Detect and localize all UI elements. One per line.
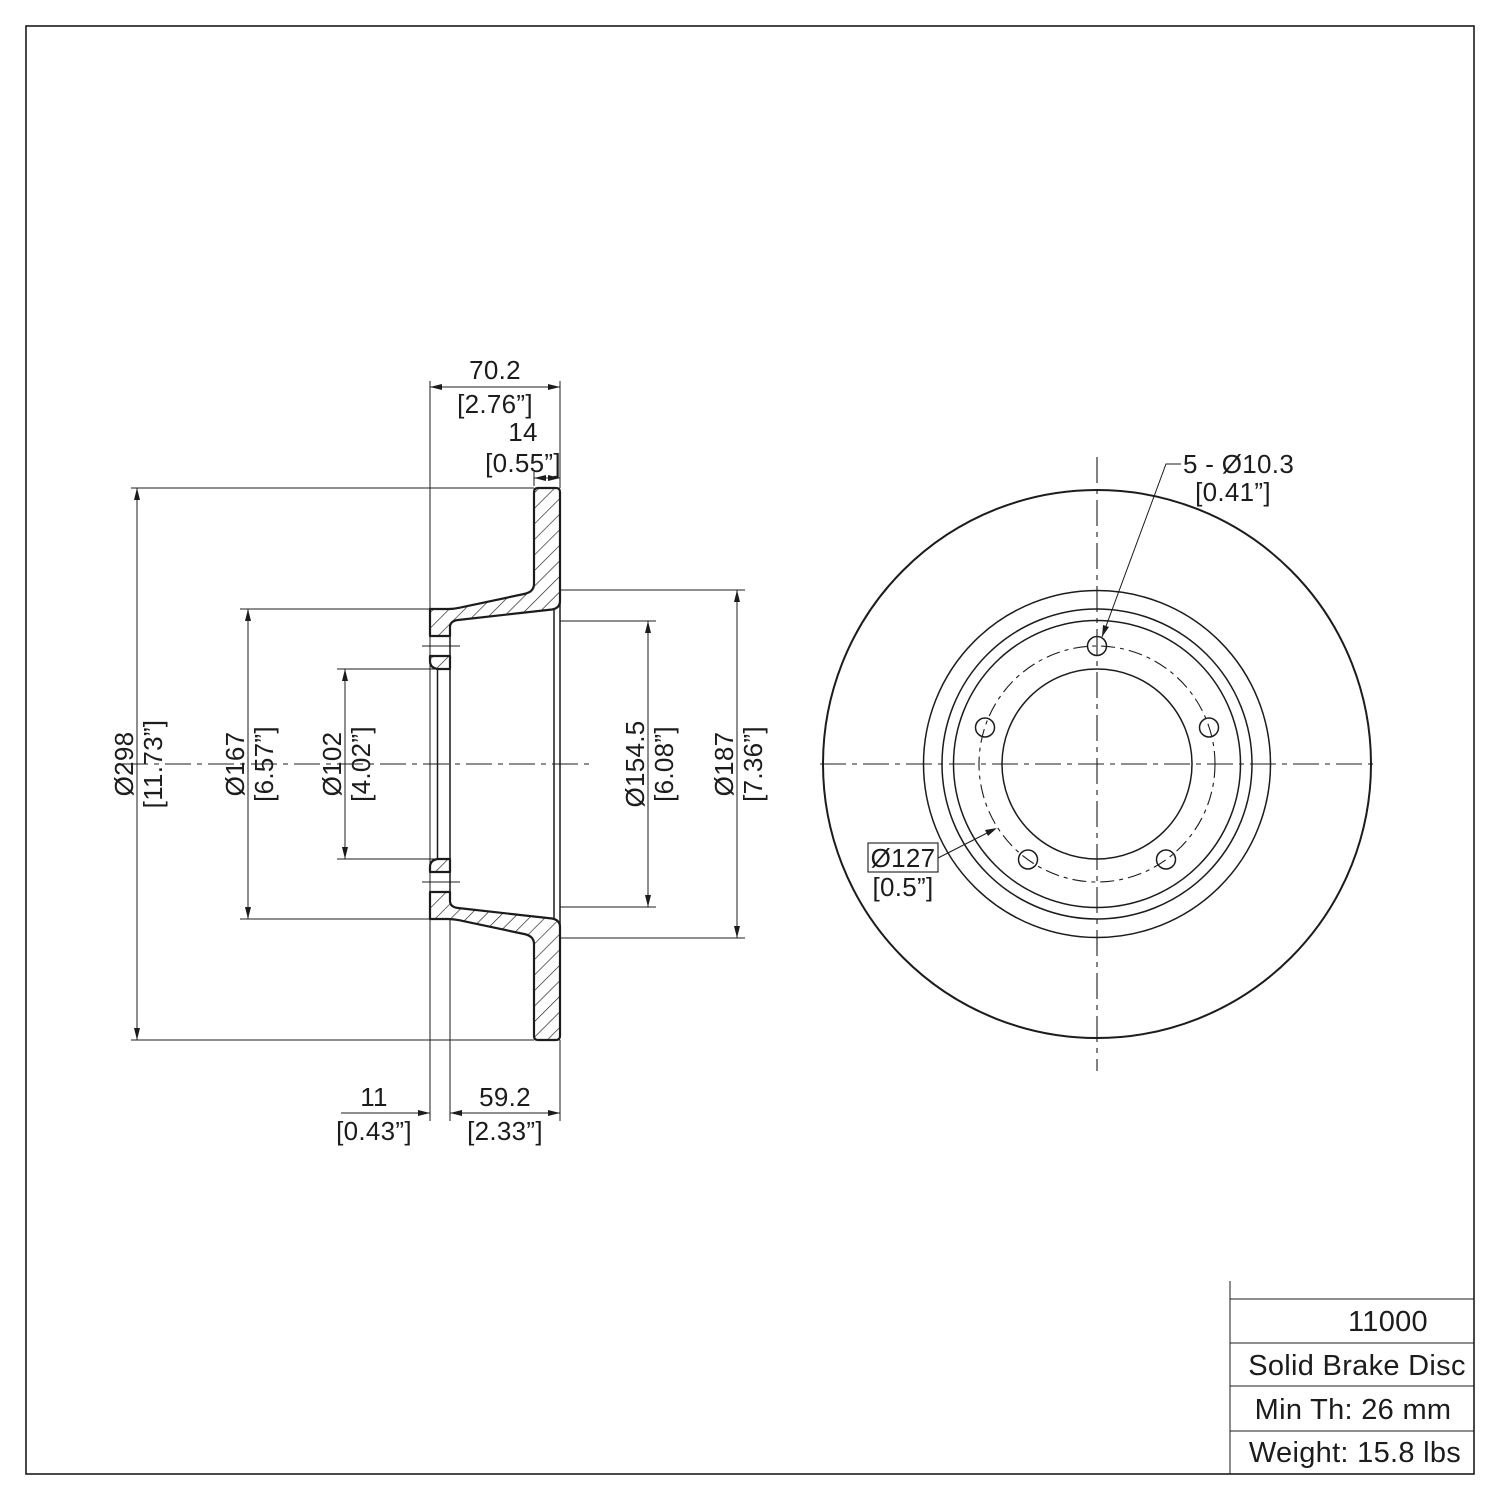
bolt-holes [974,635,1220,870]
dim-ring-thickness-mm: 14 [508,417,538,447]
dim-bore-dia-in: [4.02”] [346,726,376,802]
dim-bore-dia-mm: Ø102 [317,732,347,797]
dim-outer-dia-mm: Ø298 [109,732,139,797]
dim-flange-dia-in: [6.57”] [249,726,279,802]
bolt-holes-callout: 5 - Ø10.3 [0.41”] [1101,449,1294,638]
dim-hat-dia-in: [6.08”] [649,726,679,802]
front-view: 5 - Ø10.3 [0.41”] Ø127 [0.5”] [820,449,1374,1071]
dim-hat-dia-mm: Ø154.5 [620,720,650,807]
bolt-hole [1155,849,1177,870]
bolt-circle-label: Ø127 [871,843,936,873]
bolt-hole [1017,849,1039,870]
center-bore-circle [1001,668,1193,860]
dim-width-total-in: [2.76”] [457,389,533,419]
drawing-frame [25,25,1475,1475]
dim-flange-thickness-in: [0.43”] [336,1116,412,1146]
bolt-holes-inch-label: [0.41”] [1195,477,1271,507]
section-upper-body [428,486,562,638]
dim-hat-depth-mm: 59.2 [479,1082,531,1112]
dimension-lines [136,386,738,1114]
dim-inner-dia-mm: Ø187 [709,732,739,797]
extension-lines [131,381,745,1121]
dim-width-total-mm: 70.2 [469,355,521,385]
hat-circle [952,619,1242,909]
bolt-hole [1086,635,1108,657]
dim-ring-thickness-in: [0.55”] [485,448,561,478]
flange-circle [941,608,1253,920]
part-number: 11000 [1348,1306,1428,1338]
dim-inner-dia-in: [7.36”] [738,726,768,802]
dimension-arrows [134,384,740,1116]
section-upper-flange-lower-piece [428,654,452,671]
bolt-circle-label-box [867,842,939,873]
dim-outer-dia-in: [11.73”] [138,720,168,809]
section-lower-body [428,890,562,1042]
bolt-circle-callout: Ø127 [0.5”] [867,828,997,902]
bolt-hole [1198,717,1220,738]
section-lower-flange-upper-piece [428,857,452,874]
dim-flange-dia-mm: Ø167 [220,732,250,797]
friction-inner-circle [922,589,1272,939]
weight: Weight: 15.8 lbs [1249,1437,1461,1469]
outer-diameter-circle [822,489,1372,1039]
dim-hat-depth-in: [2.33”] [467,1116,543,1146]
section-view: 70.2 [2.76”] 14 [0.55”] Ø298 [11.73”] Ø1… [109,355,768,1146]
bolt-circle [978,645,1216,883]
bolt-hole [974,717,996,738]
title-block: 11000 Solid Brake Disc Min Th: 26 mm Wei… [1229,1281,1474,1474]
min-thickness: Min Th: 26 mm [1255,1394,1452,1426]
bolt-circle-inch-label: [0.5”] [872,872,933,902]
bolt-holes-label: 5 - Ø10.3 [1183,449,1294,479]
dim-flange-thickness-mm: 11 [360,1082,388,1112]
product-name: Solid Brake Disc [1248,1350,1466,1382]
